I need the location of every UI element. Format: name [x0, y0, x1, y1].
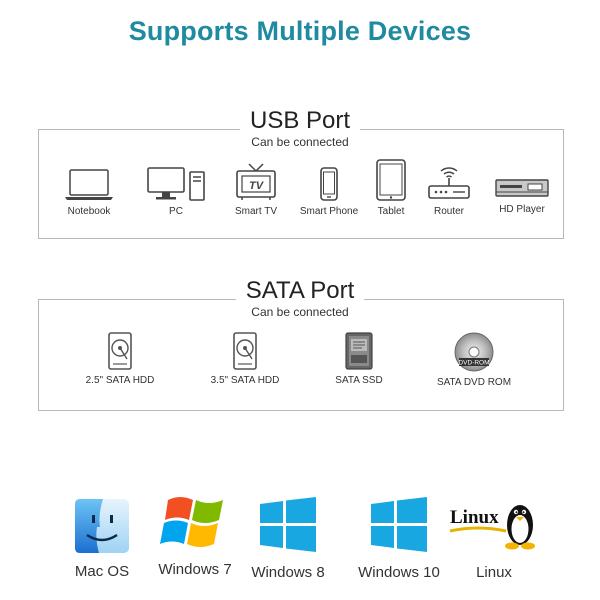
- dvd-disc-label: DVD-ROM: [458, 360, 489, 367]
- device-label: Smart Phone: [299, 206, 359, 217]
- device-label: SATA DVD ROM: [436, 377, 512, 388]
- device-label: Notebook: [67, 206, 111, 217]
- os-label: Linux: [476, 564, 512, 581]
- hdd-icon: [233, 332, 257, 370]
- device-tablet: Tablet: [368, 158, 414, 217]
- usb-heading: USB Port: [239, 108, 361, 134]
- windows7-icon: [160, 497, 223, 547]
- pc-icon: [147, 167, 205, 201]
- usb-section-header: USB Port Can be connected: [0, 108, 600, 149]
- device-sata-dvd-rom: DVD-ROM SATA DVD ROM: [432, 331, 516, 388]
- sata-section-header: SATA Port Can be connected: [0, 278, 600, 319]
- sata-subheading: Can be connected: [251, 305, 349, 319]
- device-smart-tv: TV Smart TV: [229, 162, 283, 217]
- dvd-icon: DVD-ROM: [454, 332, 494, 372]
- tv-icon: TV: [236, 163, 276, 200]
- os-label: Windows 10: [358, 564, 440, 581]
- svg-text:TV: TV: [249, 180, 265, 192]
- device-hd-player: HD Player: [492, 176, 552, 215]
- hdd-icon: [108, 332, 132, 370]
- os-windows-7: Windows 7: [152, 490, 238, 578]
- device-pc: PC: [143, 166, 209, 217]
- os-linux: Linux Linux: [446, 495, 542, 581]
- device-label: Tablet: [377, 206, 405, 217]
- router-icon: [428, 167, 470, 199]
- page-title: Supports Multiple Devices: [128, 16, 472, 46]
- os-label: Mac OS: [74, 563, 130, 580]
- device-label: 2.5" SATA HDD: [85, 375, 155, 386]
- os-windows-10: Windows 10: [354, 495, 444, 581]
- device-label: Router: [433, 206, 464, 217]
- device-label: Smart TV: [234, 206, 278, 217]
- device-label: PC: [169, 206, 183, 217]
- linux-icon: Linux: [449, 505, 535, 550]
- linux-logo-text: Linux: [450, 507, 499, 528]
- os-label: Windows 8: [251, 564, 325, 581]
- sata-heading: SATA Port: [235, 278, 365, 304]
- usb-subheading: Can be connected: [251, 135, 349, 149]
- hd-player-icon: [495, 179, 549, 197]
- device-2-5-sata-hdd: 2.5" SATA HDD: [80, 331, 160, 386]
- os-mac: Mac OS: [66, 497, 138, 580]
- os-label: Windows 7: [158, 561, 232, 578]
- os-windows-8: Windows 8: [250, 495, 326, 581]
- device-label: HD Player: [499, 204, 545, 215]
- device-router: Router: [422, 160, 476, 217]
- device-label: SATA SSD: [335, 375, 383, 386]
- notebook-icon: [65, 169, 113, 200]
- tablet-icon: [376, 159, 406, 201]
- smartphone-icon: [320, 167, 338, 201]
- mac-os-icon: [75, 499, 129, 553]
- device-sata-ssd: SATA SSD: [319, 331, 399, 386]
- ssd-icon: [345, 332, 373, 370]
- device-3-5-sata-hdd: 3.5" SATA HDD: [205, 331, 285, 386]
- windows8-icon: [260, 497, 316, 552]
- device-notebook: Notebook: [60, 168, 118, 217]
- windows10-icon: [371, 497, 427, 552]
- device-smart-phone: Smart Phone: [298, 166, 360, 217]
- device-label: 3.5" SATA HDD: [210, 375, 280, 386]
